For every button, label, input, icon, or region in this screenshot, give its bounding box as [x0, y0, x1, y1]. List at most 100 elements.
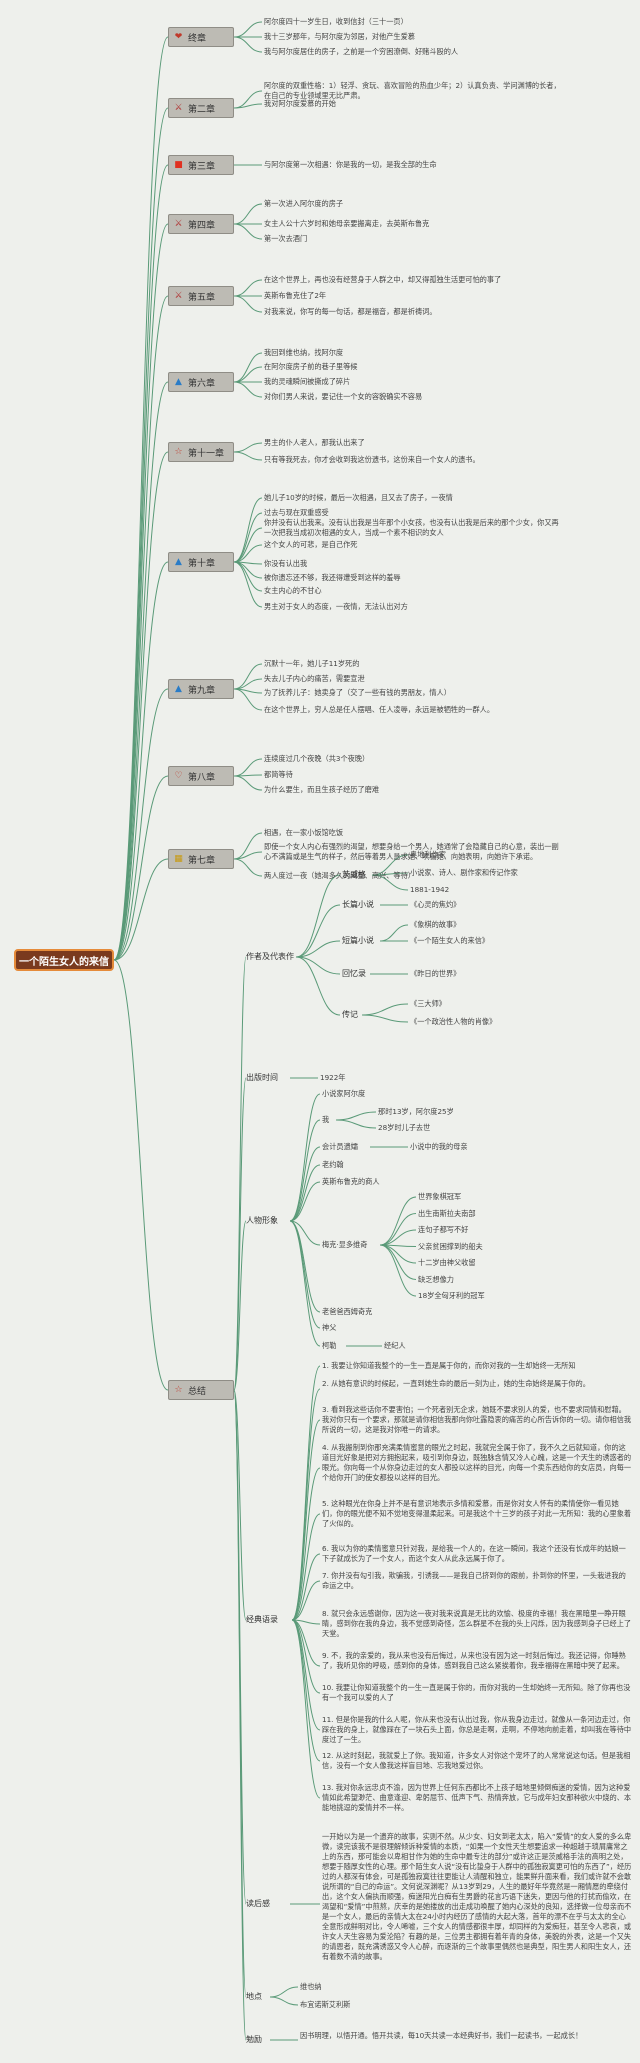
- leaf-text: 父亲贫困撑到的船夫: [418, 1241, 483, 1251]
- chapter-node[interactable]: ☆ 总结: [168, 1380, 234, 1400]
- branch-label: 读后感: [246, 1899, 270, 1908]
- chapter-node[interactable]: ■ 第三章: [168, 155, 234, 175]
- red-square-icon: ■: [174, 159, 183, 170]
- character-name: 老爸爸西姆奇克: [322, 1307, 373, 1316]
- chapter-leaf: 英斯布鲁克住了2年: [264, 291, 327, 300]
- chapter-node[interactable]: ⚔第二章: [168, 98, 234, 118]
- knife-icon: ⚔: [174, 102, 183, 113]
- branch-label: 短篇小说: [342, 936, 374, 945]
- chapter-leaf: 女主内心的不甘心: [264, 586, 322, 595]
- chapter-title: 第八章: [188, 772, 216, 783]
- branch-label: 作者及代表作: [246, 952, 294, 961]
- character-name: 英斯布鲁克的商人: [322, 1177, 380, 1186]
- branch-label: 出版时间: [246, 1073, 278, 1082]
- branch-label: 茨威格: [342, 870, 366, 879]
- chapter-node[interactable]: ❤ 终章: [168, 27, 234, 47]
- chapter-leaf: 她儿子10岁的时候，最后一次相遇，且又去了房子，一夜情: [264, 493, 453, 502]
- star-icon: ☆: [174, 1384, 183, 1395]
- chapter-title: 第七章: [188, 855, 216, 866]
- leaf-text: 《象棋的故事》: [410, 920, 461, 929]
- leaf-text: 维也纳: [300, 1982, 322, 1991]
- chapter-leaf: 在这个世界上，穷人总是任人摆唱、任人凌辱，永远是被牺牲的一群人。: [264, 705, 495, 714]
- chapter-leaf: 相遇，在一家小饭馆吃饭: [264, 828, 344, 837]
- chapter-title: 总结: [188, 1386, 207, 1397]
- branch-label: 勉励: [246, 2035, 262, 2044]
- chapter-node[interactable]: ☆第十一章: [168, 442, 234, 462]
- drop-icon: ▲: [175, 683, 182, 694]
- chapter-leaf: 阿尔度的双重性格：1）轻浮、贪玩、喜欢冒险的热血少年；2）认真负责、学问渊博的长…: [264, 81, 561, 100]
- chapter-leaf: 被你遗忘还不够，我还得遭受到这样的羞辱: [264, 573, 401, 582]
- leaf-text: 连句子都写不好: [418, 1225, 469, 1234]
- chapter-title: 第九章: [188, 685, 216, 696]
- drop-icon: ▲: [175, 376, 182, 387]
- chapter-title: 第六章: [188, 378, 216, 389]
- quote-item: 6. 我以为你的柔情蜜意只针对我，是给我一个人的，在这一瞬间，我这个还没有长成年…: [322, 1544, 626, 1563]
- quote-item: 7. 你并没有勾引我，欺骗我，引诱我——是我自己挤到你的跟前，扑到你的怀里，一头…: [322, 1571, 626, 1590]
- leaf-text: 《一个陌生女人的来信》: [410, 936, 490, 945]
- quote-item: 11. 但是你是我的什么人呢，你从来也没有认出过我，你从我身边走过，就像从一条河…: [322, 1715, 632, 1744]
- chapter-node[interactable]: ⚔第四章: [168, 214, 234, 234]
- chapter-leaf: 与阿尔度第一次相遇：你是我的一切，是我全部的生命: [264, 160, 437, 169]
- quote-item: 5. 这种眼光在你身上并不是有意识地表示多情和爱慕，而是你对女人怀有的柔情使你一…: [322, 1499, 632, 1528]
- leaf-text: 《昨日的世界》: [410, 969, 461, 978]
- drop-icon: ▲: [175, 556, 182, 567]
- grid-icon: ▦: [174, 853, 183, 864]
- character-name: 小说家阿尔度: [322, 1089, 366, 1098]
- chapter-node[interactable]: ⚔第五章: [168, 286, 234, 306]
- chapter-leaf: 在阿尔度房子前的巷子里等候: [264, 362, 358, 371]
- quote-item: 2. 从她有意识的时候起，一直到她生命的最后一刻为止，她的生命始终是属于你的。: [322, 1379, 590, 1388]
- leaf-text: 布宜诺斯艾利斯: [300, 2000, 351, 2009]
- leaf-text: 那时13岁，阿尔度25岁: [378, 1107, 454, 1116]
- chapter-node[interactable]: ▲ 第十章: [168, 552, 234, 572]
- chapter-node[interactable]: ▦ 第七章: [168, 849, 234, 869]
- heart-icon: ❤: [174, 31, 183, 42]
- leaf-text: 小说中的我的母亲: [410, 1142, 468, 1151]
- chapter-leaf: 两人度过一夜（她渴多久的渴望、高兴、等待）: [264, 871, 415, 880]
- chapter-leaf: 只有等我死去，你才会收到我这份遗书，这份来自一个女人的遗书。: [264, 455, 480, 464]
- chapter-leaf: 沉默十一年，她儿子11岁死的: [264, 659, 360, 668]
- star-icon: ☆: [174, 446, 183, 457]
- chapter-leaf: 对我来说，你写的每一句话，都是福音，都是祈祷词。: [264, 307, 437, 316]
- chapter-title: 第四章: [188, 220, 216, 231]
- leaf-text: 《一个政治性人物的肖像》: [410, 1017, 497, 1026]
- quote-item: 8. 就只会永远感谢你，因为这一夜对我来说真是无比的欢愉、极度的幸福！我在黑暗里…: [322, 1609, 632, 1638]
- chapter-leaf: 为了抚养儿子：她卖身了（交了一些有钱的男朋友，情人）: [264, 688, 451, 697]
- quote-item: 1. 我要让你知道我整个的一生一直是属于你的，而你对我的一生却始终一无所知: [322, 1361, 576, 1370]
- chapter-leaf: 这个女人的可悲，是自己作死: [264, 540, 358, 549]
- root-node[interactable]: 一个陌生女人的来信: [14, 949, 114, 971]
- chapter-title: 第三章: [188, 161, 216, 172]
- chapter-leaf: 我对阿尔度爱慕的开始: [264, 99, 336, 108]
- chapter-node[interactable]: ♡第八章: [168, 766, 234, 786]
- leaf-text: 《三大师》: [410, 999, 446, 1008]
- leaf-text: 28岁时儿子去世: [378, 1123, 431, 1132]
- quote-item: 4. 从我搬制到你那充满柔情蜜意的眼光之时起，我就完全属于你了，我不久之后就知道…: [322, 1443, 632, 1482]
- leaf-text: 《心灵的焦灼》: [410, 900, 461, 909]
- leaf-text: 出生南斯拉夫南部: [418, 1208, 476, 1218]
- chapter-leaf: 我与阿尔度居住的房子，之前是一个穷困潦倒、好赌斗殴的人: [264, 47, 459, 56]
- quote-item: 10. 我要让你知道我整个的一生一直是属于你的，而你对我的一生却始终一无所知。除…: [322, 1683, 631, 1702]
- chapter-leaf: 过去与现在双重感受: [264, 508, 329, 517]
- chapter-title: 终章: [188, 33, 207, 44]
- leaf-text: 缺乏想像力: [418, 1274, 454, 1284]
- branch-label: 地点: [246, 1992, 262, 2001]
- chapter-leaf: 即使一个女人内心有强烈的渴望，想要身给一个男人，她通常了会隐藏自己的心意，装出一…: [264, 842, 559, 861]
- branch-label: 经典语录: [246, 1615, 278, 1624]
- character-name: 老约翰: [322, 1160, 344, 1169]
- chapter-leaf: 第一次进入阿尔度的房子: [264, 199, 344, 208]
- chapter-leaf: 对你们男人来说，要记住一个女的容貌确实不容易: [264, 392, 423, 401]
- character-name: 我: [322, 1115, 330, 1124]
- leaf-text: 1881-1942: [410, 885, 450, 894]
- character-name: 会计员遗孀: [322, 1142, 358, 1151]
- character-name: 神父: [322, 1323, 337, 1332]
- quote-item: 12. 从这时刻起，我就爱上了你。我知道，许多女人对你这个宠坏了的人常常说这句话…: [322, 1751, 631, 1770]
- branch-label: 长篇小说: [342, 900, 374, 909]
- chapter-node[interactable]: ▲ 第九章: [168, 679, 234, 699]
- chapter-title: 第十章: [188, 558, 216, 569]
- character-name: 梅克·显多维奇: [322, 1240, 368, 1249]
- chapter-node[interactable]: ▲ 第六章: [168, 372, 234, 392]
- chapter-leaf: 我回到维也纳，找阿尔度: [264, 348, 344, 357]
- chapter-leaf: 你并没有认出我来。没有认出我是当年那个小女孩，也没有认出我是后来的那个少女，你又…: [264, 518, 559, 537]
- chapter-leaf: 第一次去酒门: [264, 234, 308, 243]
- chapter-leaf: 男主对于女人的态度，一夜情，无法认出对方: [264, 602, 408, 611]
